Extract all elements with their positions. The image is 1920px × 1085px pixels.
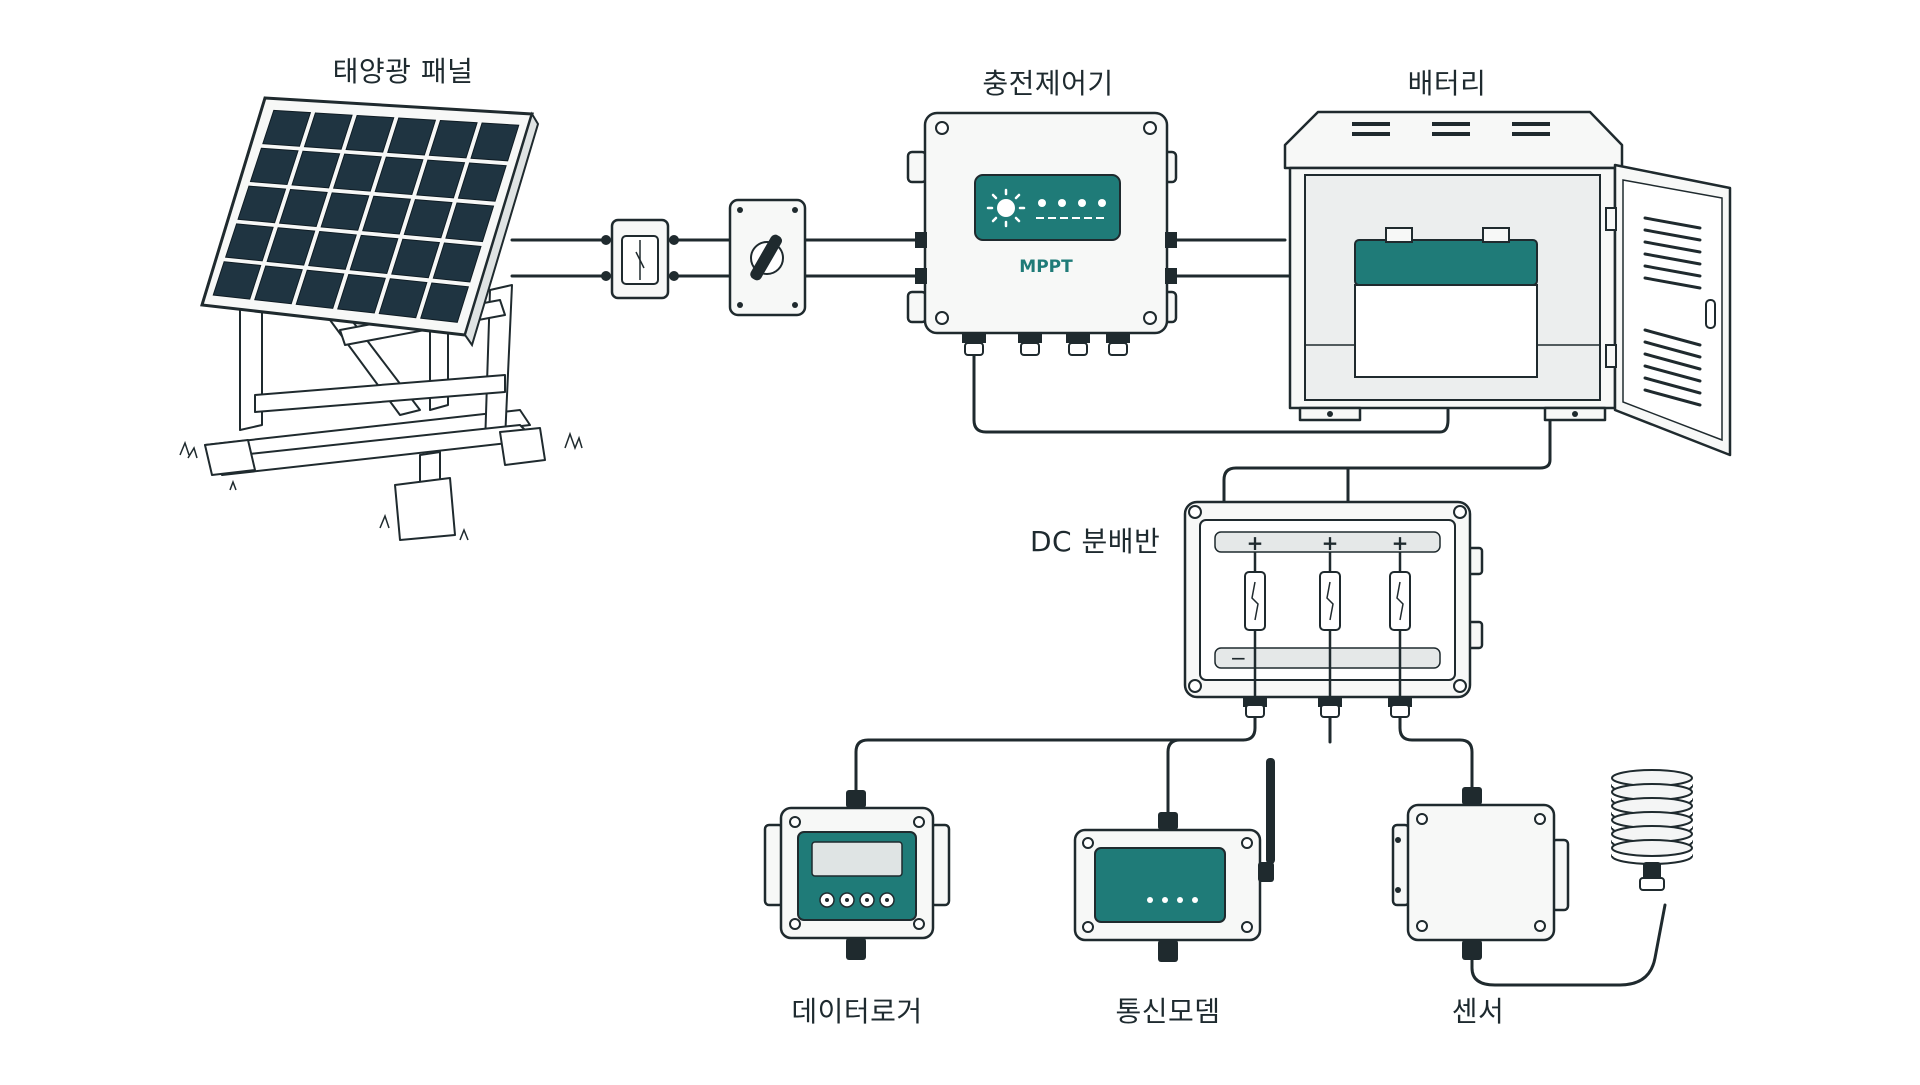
louver-slot — [1643, 340, 1702, 359]
solar-cell — [303, 112, 353, 150]
charge-controller: MPPT — [906, 111, 1178, 356]
cable-gland — [1106, 333, 1130, 343]
antenna-icon — [1258, 758, 1275, 882]
plus-terminal: + — [1322, 531, 1339, 555]
solar-cell — [212, 261, 262, 300]
solar-cell — [337, 273, 386, 314]
solar-cell — [349, 234, 399, 275]
solar-cell — [249, 147, 299, 186]
solar-cell — [237, 185, 287, 224]
controller-display — [974, 174, 1121, 241]
solar-cell — [445, 202, 495, 243]
louver-slot — [1643, 364, 1702, 383]
wiring — [510, 193, 1667, 987]
louver-slot — [1643, 388, 1702, 407]
fuse-icon — [601, 218, 679, 300]
label-data-logger: 데이터로거 — [791, 995, 923, 1028]
solar-cell — [254, 265, 303, 305]
logger-screen — [811, 841, 903, 877]
solar-cells — [212, 109, 520, 323]
battery-cabinet — [1283, 110, 1732, 457]
cable-gland — [962, 333, 986, 343]
cable-gland — [1018, 333, 1042, 343]
cable-gland — [1318, 697, 1342, 707]
louver-slot — [1643, 228, 1702, 242]
louver-slot — [1643, 216, 1702, 230]
label-charge-controller: 충전제어기 — [982, 67, 1114, 100]
plus-terminal: + — [1247, 531, 1264, 555]
sun-icon — [986, 188, 1026, 228]
data-logger — [763, 790, 951, 960]
solar-cell — [332, 153, 382, 192]
cable-gland — [1388, 697, 1412, 707]
solar-cell — [387, 117, 437, 156]
battery — [1354, 227, 1538, 378]
mppt-label: MPPT — [1019, 257, 1073, 277]
solar-cell — [378, 278, 428, 319]
solar-cell — [262, 109, 312, 147]
solar-cell — [345, 114, 395, 153]
louver-slot — [1643, 376, 1702, 395]
dc-distribution-box: − + + + — [1183, 500, 1484, 718]
solar-cell — [416, 159, 466, 199]
solar-cell — [457, 162, 507, 202]
switch-icon — [728, 198, 807, 317]
solar-cell — [374, 156, 424, 196]
solar-cell — [362, 195, 412, 235]
louver-slot — [1643, 264, 1702, 278]
solar-cell — [432, 242, 482, 283]
solar-cell — [308, 231, 357, 270]
label-battery: 배터리 — [1407, 67, 1487, 100]
solar-cell — [278, 188, 328, 227]
sensor — [1391, 769, 1693, 960]
solar-cell — [266, 227, 316, 266]
cable-gland — [1243, 697, 1267, 707]
label-dc-distribution: DC 분배반 — [1030, 525, 1161, 558]
radiation-shield-icon — [1611, 769, 1693, 891]
solar-cell — [403, 199, 453, 239]
louver-slot — [1643, 276, 1702, 290]
solar-cell — [470, 122, 520, 162]
label-comm-modem: 통신모뎀 — [1115, 995, 1221, 1028]
solar-cell — [291, 150, 341, 189]
louver-slot — [1643, 252, 1702, 266]
solar-cell — [428, 120, 478, 159]
louver-slot — [1643, 328, 1702, 347]
solar-cell — [295, 269, 345, 309]
plus-terminal: + — [1392, 531, 1409, 555]
solar-panel — [179, 96, 583, 541]
solar-cell — [391, 238, 441, 279]
label-solar-panel: 태양광 패널 — [332, 55, 474, 88]
solar-cell — [224, 223, 274, 262]
comm-modem — [1073, 758, 1275, 962]
minus-terminal: − — [1230, 646, 1247, 670]
label-sensor: 센서 — [1451, 995, 1505, 1028]
louver-slot — [1643, 240, 1702, 254]
solar-cell — [420, 282, 470, 323]
solar-cell — [320, 192, 370, 231]
cable-gland — [1066, 333, 1090, 343]
louver-slot — [1643, 352, 1702, 371]
